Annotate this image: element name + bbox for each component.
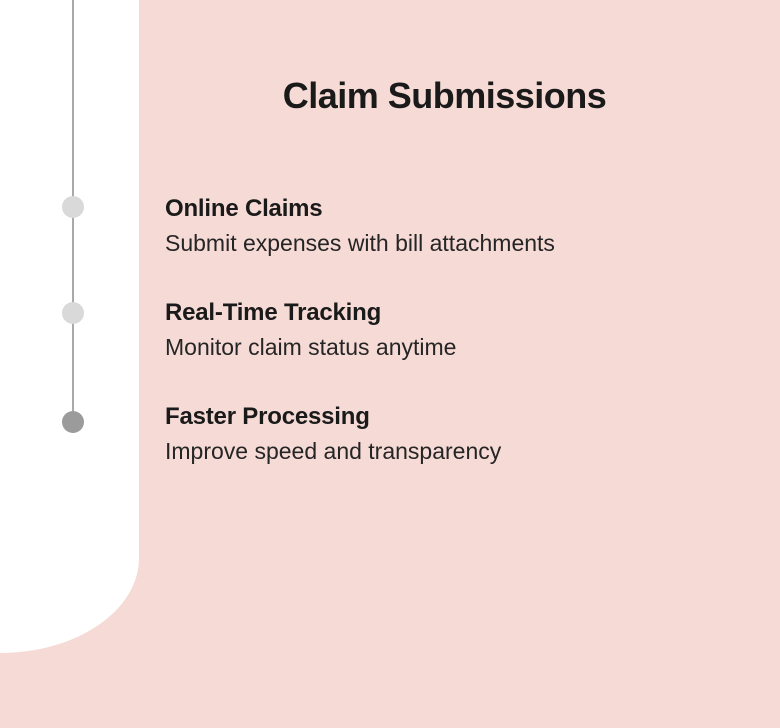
timeline-item: Online Claims Submit expenses with bill … xyxy=(165,191,725,261)
timeline-item: Real-Time Tracking Monitor claim status … xyxy=(165,295,725,365)
item-title: Real-Time Tracking xyxy=(165,299,382,326)
timeline-item-list: Online Claims Submit expenses with bill … xyxy=(165,191,725,503)
item-title: Faster Processing xyxy=(165,403,370,430)
timeline-dot-2 xyxy=(62,302,84,324)
timeline-dot-3 xyxy=(62,411,84,433)
timeline-dot-1 xyxy=(62,196,84,218)
page-title: Claim Submissions xyxy=(282,75,607,117)
timeline-item: Faster Processing Improve speed and tran… xyxy=(165,399,725,469)
left-rail-panel xyxy=(0,0,139,653)
item-description: Improve speed and transparency xyxy=(165,438,502,464)
item-description: Submit expenses with bill attachments xyxy=(165,230,555,256)
item-description: Monitor claim status anytime xyxy=(165,334,457,360)
item-title: Online Claims xyxy=(165,195,323,222)
